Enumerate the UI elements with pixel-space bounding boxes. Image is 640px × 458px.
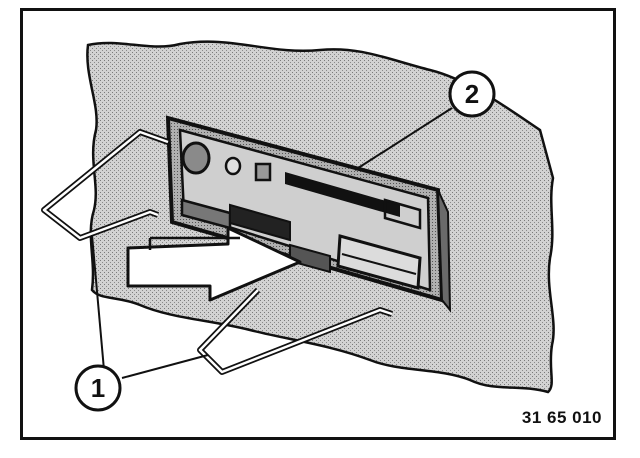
cassette-slot bbox=[285, 172, 400, 217]
callout-2-label: 2 bbox=[465, 79, 479, 109]
callout-1-leader-b bbox=[121, 354, 209, 379]
callout-1-leader-a bbox=[91, 234, 105, 371]
display-window bbox=[336, 234, 422, 290]
callout-1: 1 bbox=[74, 364, 122, 412]
callout-2: 2 bbox=[448, 70, 496, 118]
figure-id: 31 65 010 bbox=[521, 408, 602, 427]
callout-1-label: 1 bbox=[91, 373, 105, 403]
radio-unit bbox=[165, 115, 452, 313]
volume-knob bbox=[181, 141, 211, 175]
pull-direction-arrow bbox=[126, 226, 302, 302]
callout-2-leader bbox=[354, 107, 453, 171]
